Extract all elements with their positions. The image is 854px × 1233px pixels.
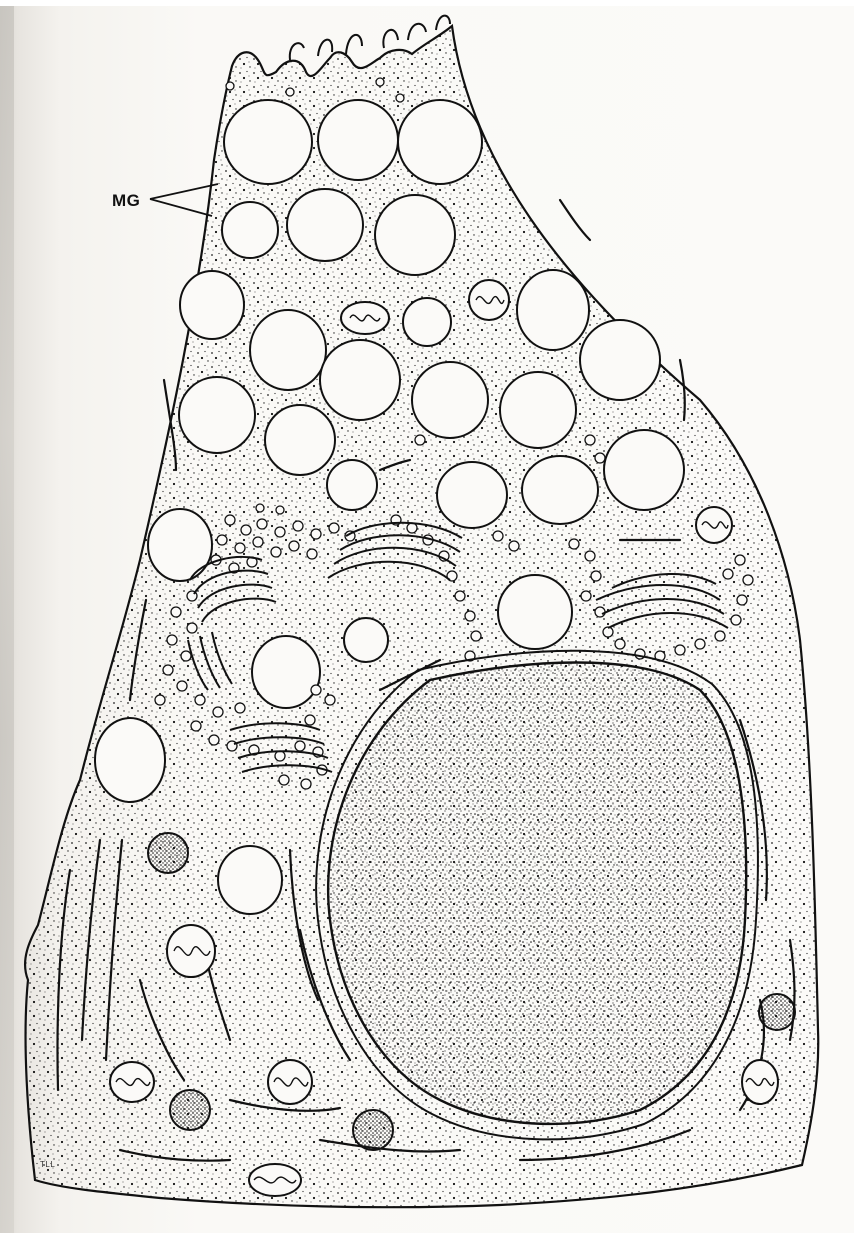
mucous-granule-label: MG	[112, 191, 140, 211]
mitochondrion-3	[696, 507, 732, 543]
mitochondrion-4	[167, 925, 215, 977]
mitochondrion-1	[341, 302, 389, 334]
artist-initials: TLL	[40, 1160, 55, 1169]
mitochondrion-8	[742, 1060, 778, 1104]
mitochondrion-7	[249, 1164, 301, 1196]
mitochondrion-6	[268, 1060, 312, 1104]
mitochondrion-5	[110, 1062, 154, 1102]
mitochondrion-2	[469, 280, 509, 320]
